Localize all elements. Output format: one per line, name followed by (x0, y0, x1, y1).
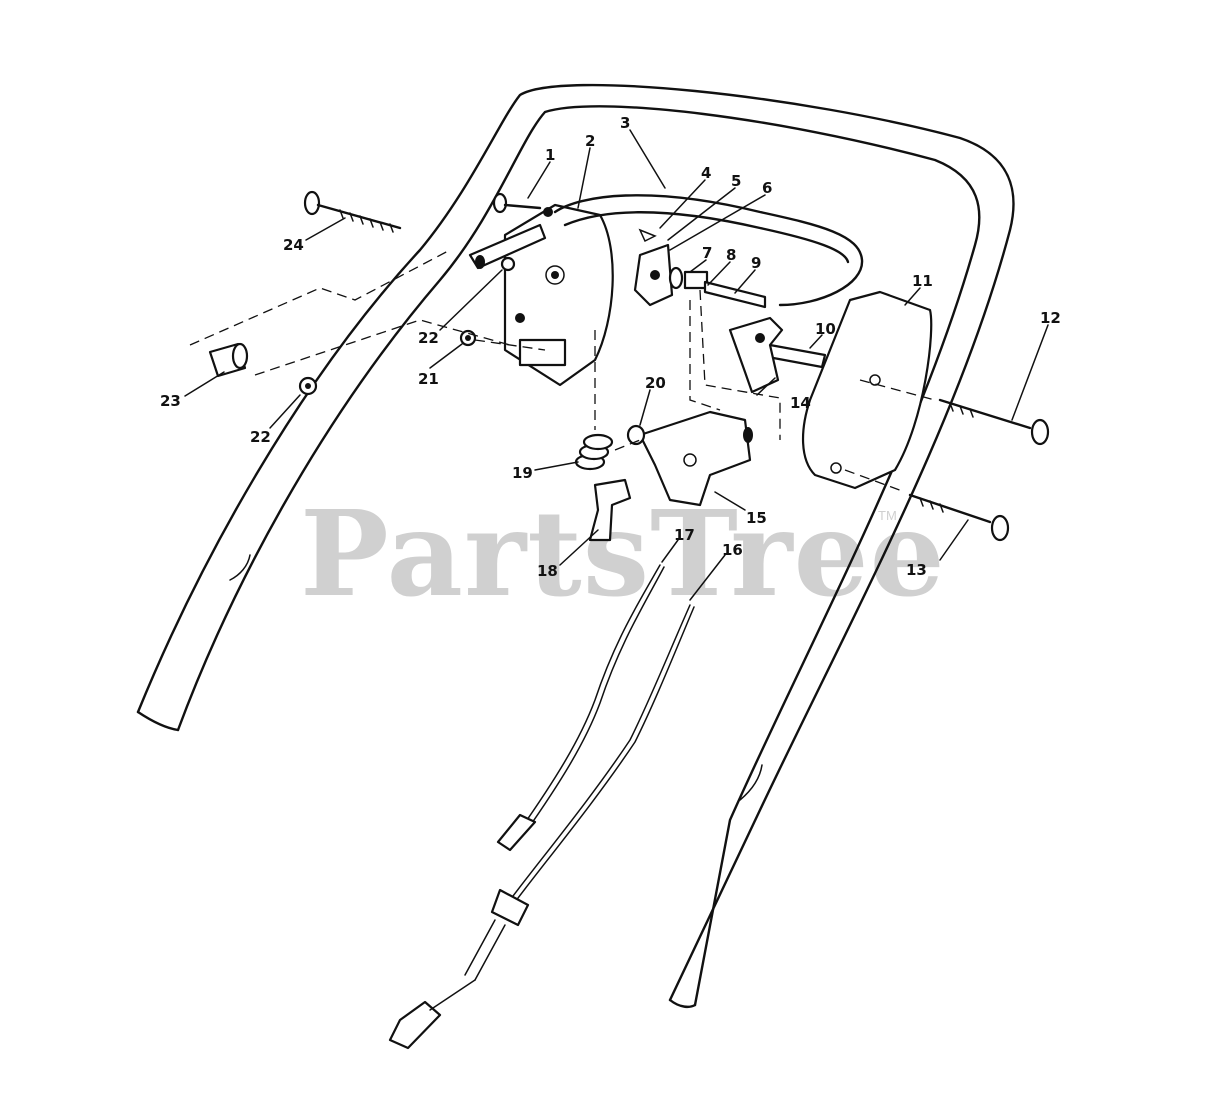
callout-8: 8 (726, 246, 736, 264)
callout-1: 1 (545, 146, 555, 164)
callout-19: 19 (512, 464, 533, 482)
callout-labels: 1 2 3 4 5 6 7 8 9 10 11 12 13 14 15 16 1… (160, 114, 1061, 580)
part-11-cover (802, 290, 933, 490)
callout-22-upper: 22 (418, 329, 439, 347)
part-19-spring (574, 433, 614, 471)
part-22-nut (298, 256, 516, 396)
callout-18: 18 (537, 562, 558, 580)
part-16-cable (388, 604, 695, 1050)
callout-6: 6 (762, 179, 772, 197)
callout-21: 21 (418, 370, 439, 388)
callout-23: 23 (160, 392, 181, 410)
part-12-bolt (938, 398, 1050, 446)
part-15-bracket (638, 410, 753, 507)
part-23-spacer (208, 342, 249, 378)
callout-22-lower: 22 (250, 428, 271, 446)
callout-4: 4 (701, 164, 711, 182)
part-18-trigger (588, 478, 632, 542)
part-2-housing (503, 203, 614, 387)
leader-lines (184, 129, 1049, 601)
part-10-pin (766, 343, 827, 369)
callout-10: 10 (815, 320, 836, 338)
callout-20: 20 (645, 374, 666, 392)
alignment-lines (189, 249, 936, 493)
part-20-washer (626, 424, 646, 446)
callout-17: 17 (674, 526, 695, 544)
part-21-nut (459, 329, 477, 347)
link-arm (468, 223, 547, 270)
callout-14: 14 (790, 394, 811, 412)
part-24-bolt (303, 190, 402, 233)
callout-13: 13 (906, 561, 927, 579)
watermark-text: PartsTree (300, 484, 946, 623)
part-17-cable (496, 564, 665, 852)
part-3-lever (553, 194, 864, 307)
callout-11: 11 (912, 272, 933, 290)
parts-7-9 (668, 266, 767, 309)
callout-24: 24 (283, 236, 304, 254)
part-1-bolt (492, 192, 542, 214)
callout-7: 7 (702, 244, 712, 262)
callout-16: 16 (722, 541, 743, 559)
callout-15: 15 (746, 509, 767, 527)
parts-4-6 (633, 228, 674, 307)
watermark-trademark: TM (878, 508, 897, 523)
callout-12: 12 (1040, 309, 1061, 327)
callout-2: 2 (585, 132, 595, 150)
part-14-lever (728, 316, 784, 394)
callout-5: 5 (731, 172, 741, 190)
callout-9: 9 (751, 254, 761, 272)
part-13-bolt (908, 493, 1010, 542)
callout-3: 3 (620, 114, 630, 132)
handle-frame (136, 83, 1015, 1009)
